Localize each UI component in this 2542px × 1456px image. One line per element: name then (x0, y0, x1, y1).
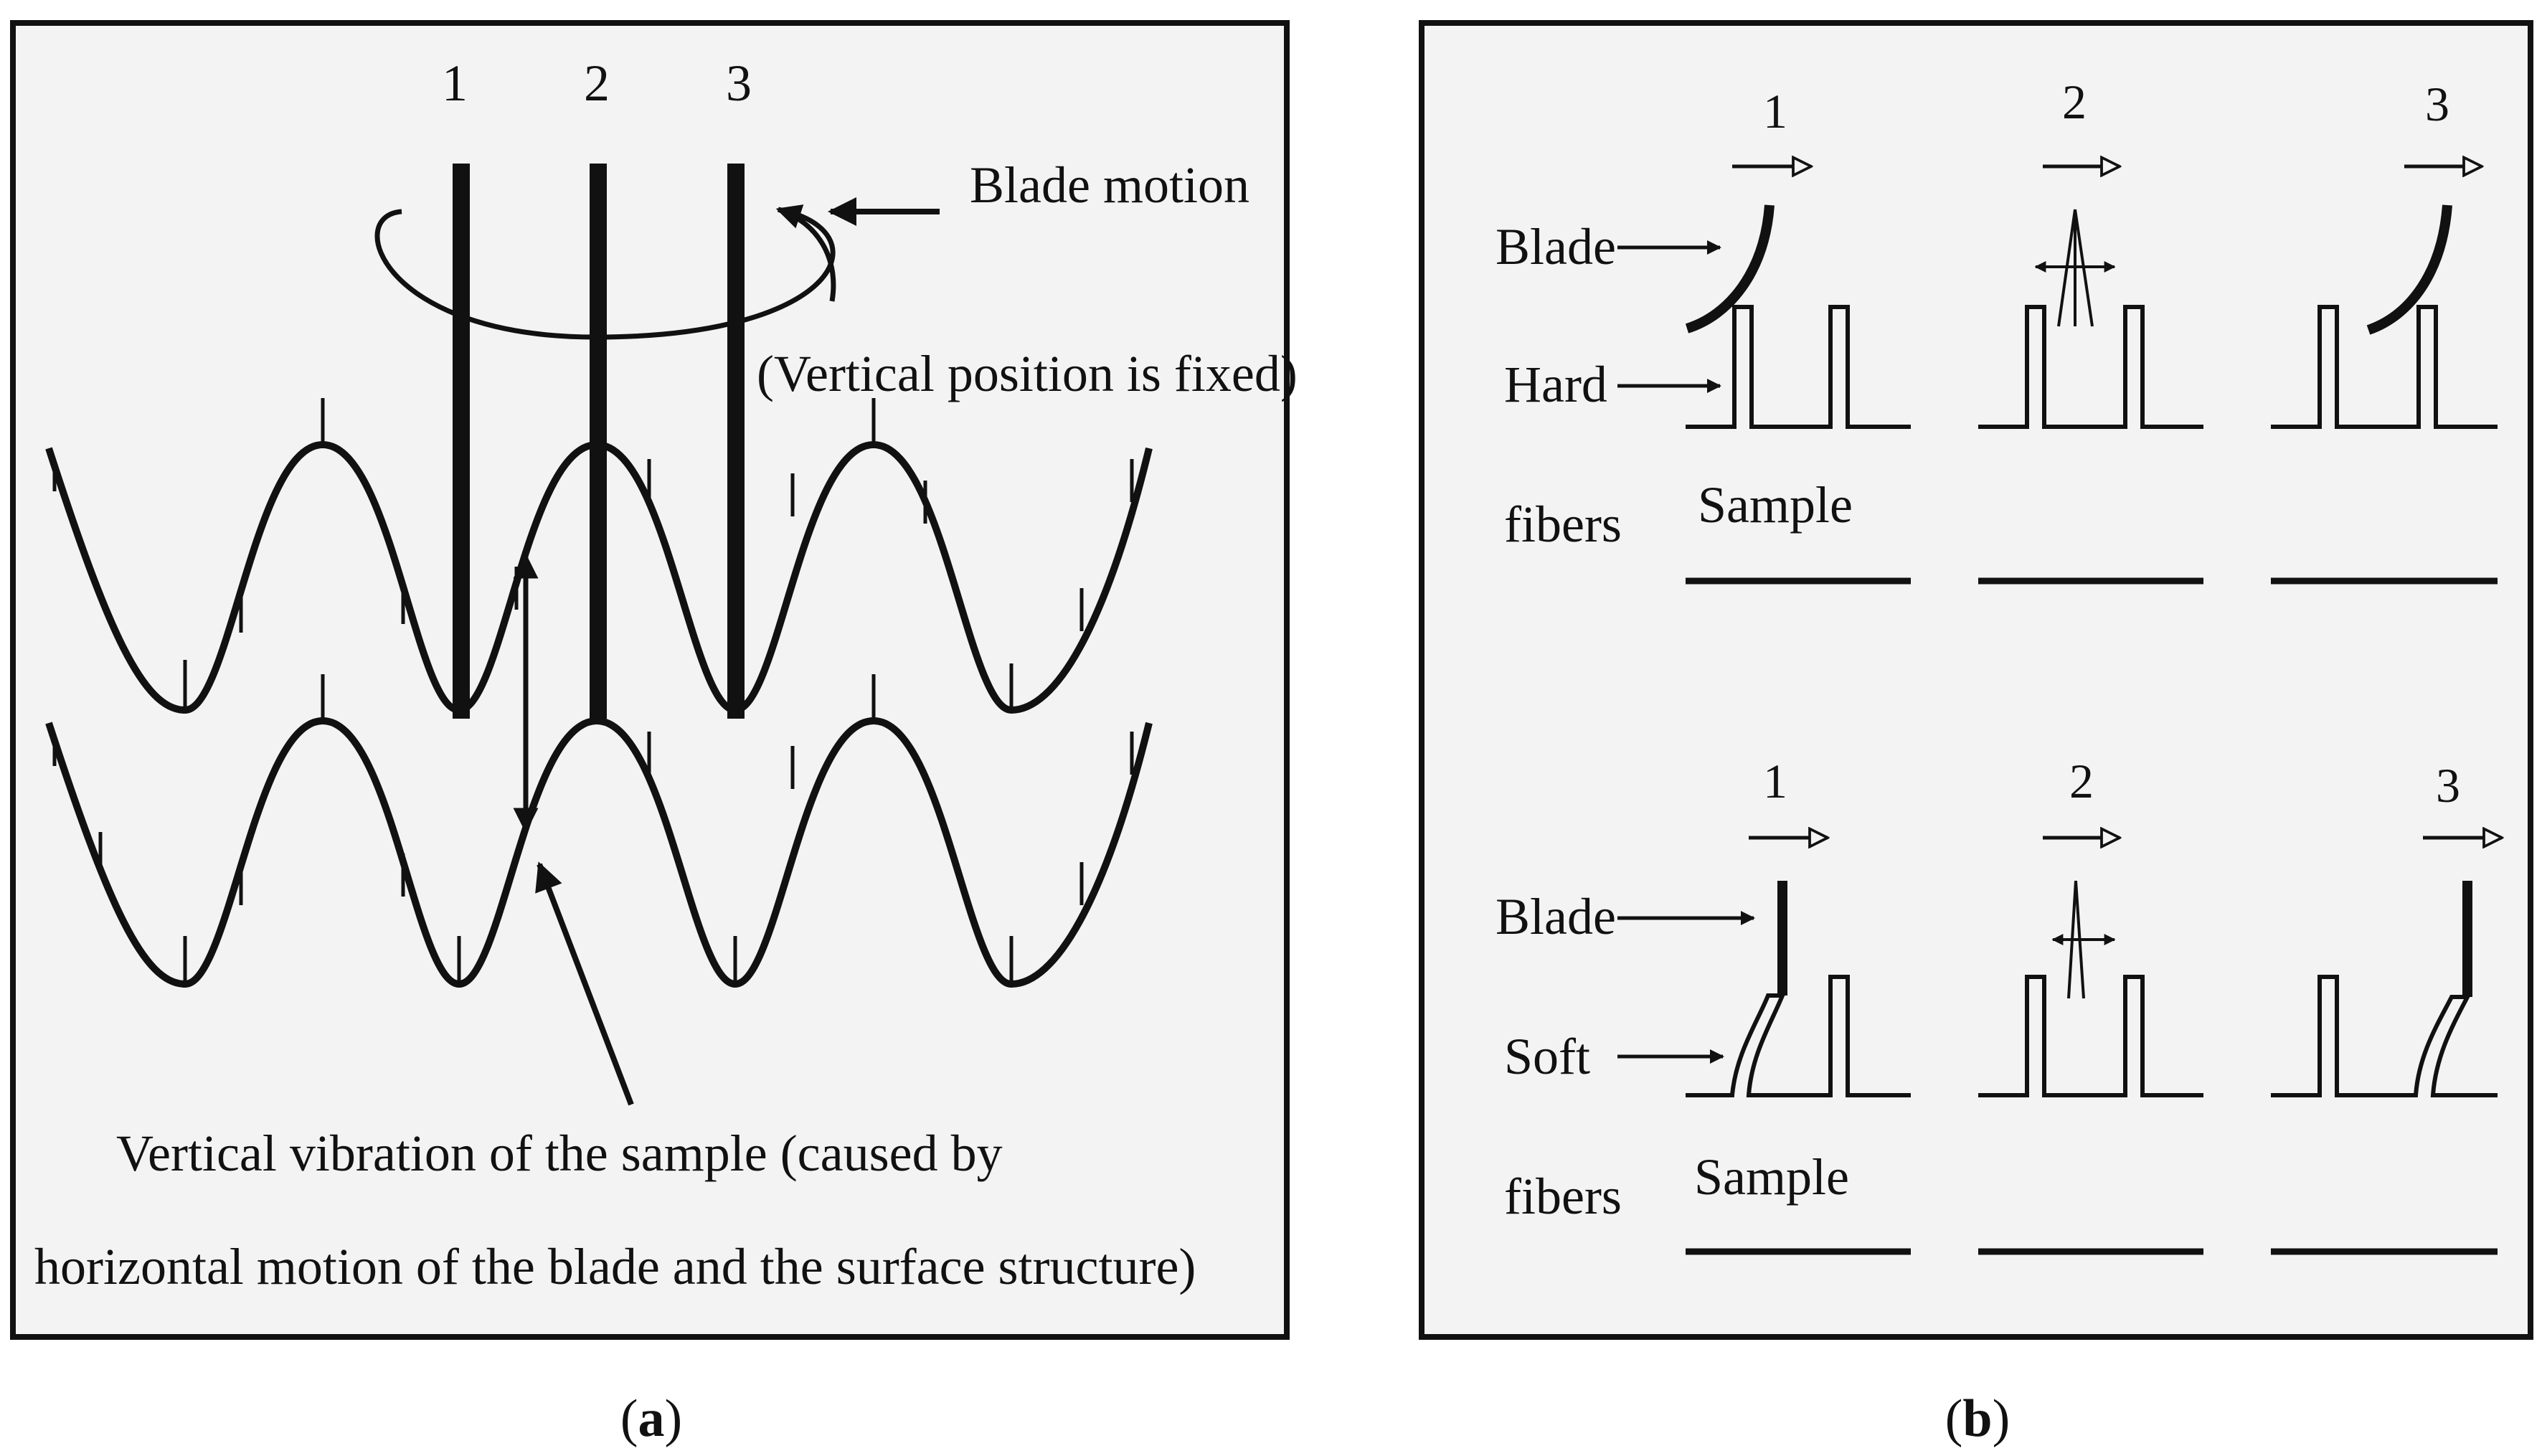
fiber-ticks-lower (52, 674, 1134, 984)
hard-blade-label: Blade (1496, 218, 1616, 275)
vertical-fixed-label: (Vertical position is fixed) (757, 345, 1298, 402)
panel-a: 1 2 3 Blade motion (Vertical position is… (10, 20, 1298, 1340)
soft-blade-oscillation-2 (2051, 880, 2116, 999)
soft-fiber-profile-2 (1978, 975, 2203, 1097)
hard-curved-blade-3 (2366, 204, 2452, 335)
blade-number-1: 1 (442, 55, 468, 112)
hard-fiber-profile-3 (2271, 305, 2498, 429)
hard-step-number-1: 1 (1763, 84, 1787, 138)
blade-number-3: 3 (726, 55, 752, 112)
panel-b-frame (1419, 20, 2533, 1340)
hard-blade-oscillation-2 (2034, 209, 2116, 327)
caption-a: (a) (620, 1389, 682, 1448)
soft-fiber-word2: fibers (1504, 1168, 1622, 1225)
soft-step-number-2: 2 (2069, 754, 2094, 808)
panel-a-frame (10, 20, 1290, 1340)
blade-motion-label: Blade motion (970, 156, 1249, 214)
vibration-text-line1: Vertical vibration of the sample (caused… (116, 1125, 1003, 1182)
soft-blade-label: Blade (1496, 888, 1616, 945)
soft-fibers-section: Blade Soft fibers Sample 1 2 3 (1496, 754, 2502, 1255)
hard-fiber-word2: fibers (1504, 496, 1622, 553)
blade-rotation-arrow (775, 204, 836, 302)
caption-b: (b) (1945, 1389, 2010, 1448)
blade-number-2: 2 (584, 55, 610, 112)
hard-fiber-word1: Hard (1504, 356, 1607, 413)
hard-curved-blade-1 (1685, 204, 1775, 334)
hard-fiber-profile-1 (1686, 305, 1911, 429)
soft-sample-label: Sample (1694, 1148, 1849, 1206)
hard-step-number-2: 2 (2062, 75, 2087, 129)
soft-step-number-3: 3 (2436, 758, 2460, 813)
hard-fibers-section: Blade Hard fibers Sample 1 2 3 (1496, 75, 2498, 585)
soft-fiber-word1: Soft (1504, 1028, 1590, 1085)
soft-step-number-1: 1 (1763, 754, 1787, 808)
vibration-text-line2: horizontal motion of the blade and the s… (34, 1238, 1196, 1295)
hard-sample-label: Sample (1698, 476, 1853, 534)
hard-fiber-profile-2 (1978, 305, 2203, 429)
soft-fiber-profile-1 (1686, 975, 1911, 1097)
hard-step-number-3: 3 (2425, 77, 2449, 131)
panel-b: Blade Hard fibers Sample 1 2 3 (1419, 20, 2533, 1340)
soft-fiber-profile-3 (2271, 975, 2498, 1097)
vibration-pointer (535, 861, 634, 1106)
